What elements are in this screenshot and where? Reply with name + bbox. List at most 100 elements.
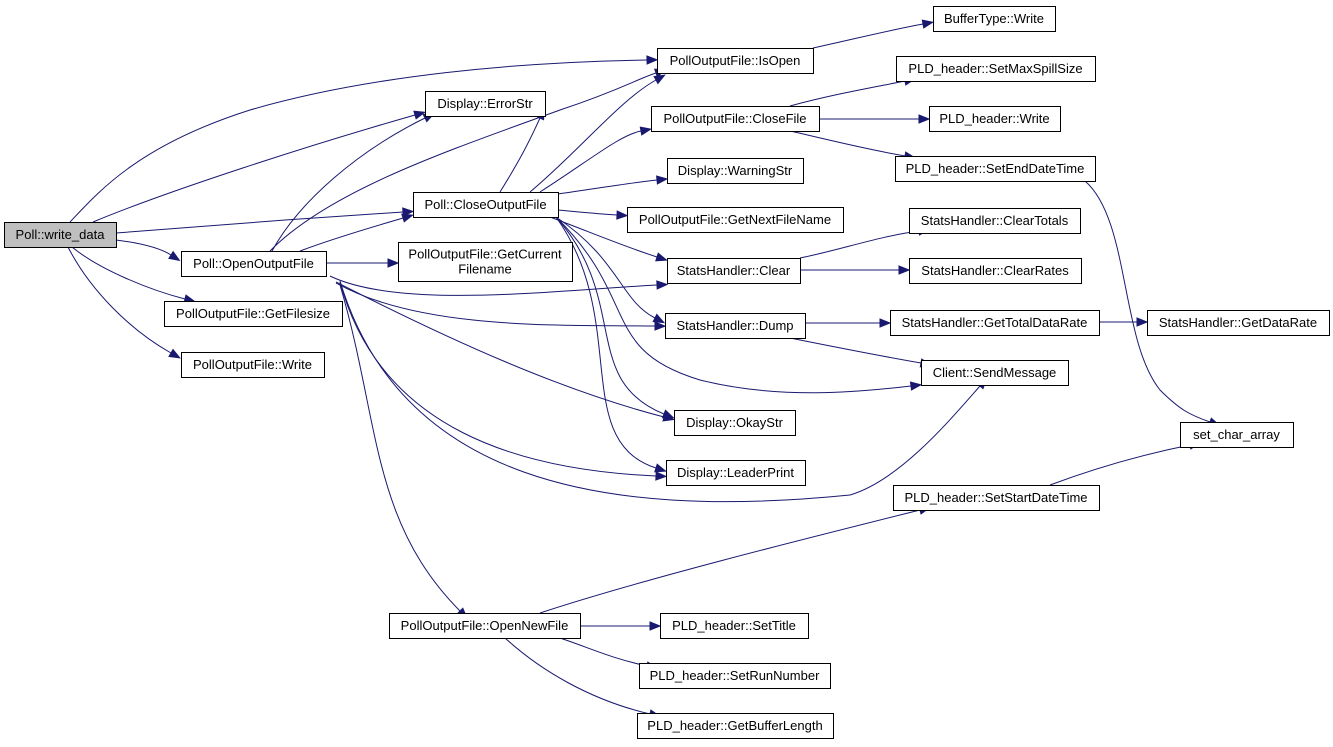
node-label: PLD_header::GetBufferLength bbox=[647, 718, 822, 733]
node-openoutputfile[interactable]: Poll::OpenOutputFile bbox=[181, 251, 327, 277]
node-closefile[interactable]: PollOutputFile::CloseFile bbox=[651, 106, 820, 132]
node-setmaxspillsize[interactable]: PLD_header::SetMaxSpillSize bbox=[896, 56, 1096, 82]
node-errorstr[interactable]: Display::ErrorStr bbox=[425, 91, 546, 117]
edge-openoutputfile-to-getcurrentfilename bbox=[326, 258, 400, 268]
edge-openoutputfile-to-openewfile bbox=[339, 284, 468, 620]
node-label: PollOutputFile::IsOpen bbox=[670, 53, 801, 68]
node-openewfile[interactable]: PollOutputFile::OpenNewFile bbox=[389, 613, 581, 639]
node-box bbox=[4, 222, 117, 248]
edge-openoutputfile-to-leaderprint bbox=[339, 281, 668, 481]
node-label: PollOutputFile::OpenNewFile bbox=[401, 618, 569, 633]
node-box bbox=[389, 613, 581, 639]
arrowhead-icon bbox=[649, 621, 662, 631]
edge-closeoutputfile-to-isopen bbox=[529, 74, 666, 193]
node-stats_clear[interactable]: StatsHandler::Clear bbox=[667, 258, 801, 284]
edge-openewfile-to-getbufferlength bbox=[504, 637, 662, 719]
node-gettotaldatarate[interactable]: StatsHandler::GetTotalDataRate bbox=[890, 310, 1100, 336]
node-box bbox=[639, 663, 831, 689]
edge-stats_dump-to-gettotaldatarate bbox=[805, 318, 892, 328]
arrowhead-icon bbox=[918, 114, 931, 124]
node-getdatarate[interactable]: StatsHandler::GetDataRate bbox=[1147, 310, 1330, 336]
node-label: Display::WarningStr bbox=[678, 163, 793, 178]
node-label: set_char_array bbox=[1193, 427, 1280, 442]
arrowhead-icon bbox=[168, 348, 181, 359]
edge-openewfile-to-setstartdatetime bbox=[539, 505, 931, 614]
node-settitle[interactable]: PLD_header::SetTitle bbox=[660, 613, 809, 639]
edge-openoutputfile-to-stats_dump bbox=[335, 282, 667, 331]
edge-closeoutputfile-to-sendmessage bbox=[555, 216, 923, 394]
arrowhead-icon bbox=[898, 265, 911, 275]
edge-closeoutputfile-to-okaystr bbox=[555, 216, 675, 419]
edge-closeoutputfile-to-stats_dump bbox=[555, 216, 666, 324]
node-label: StatsHandler::Clear bbox=[677, 263, 791, 278]
node-set_char_array[interactable]: set_char_array bbox=[1180, 422, 1294, 448]
node-clearrates[interactable]: StatsHandler::ClearRates bbox=[909, 258, 1082, 284]
node-buffertype_write[interactable]: BufferType::Write bbox=[933, 6, 1056, 32]
node-box bbox=[909, 258, 1082, 284]
node-warningstr[interactable]: Display::WarningStr bbox=[667, 158, 804, 184]
node-label: StatsHandler::Dump bbox=[676, 318, 793, 333]
node-box bbox=[667, 158, 804, 184]
node-closeoutputfile[interactable]: Poll::CloseOutputFile bbox=[413, 192, 559, 218]
node-label: PLD_header::Write bbox=[939, 111, 1049, 126]
edge-write_data-to-isopen bbox=[69, 55, 659, 223]
node-label: PLD_header::SetRunNumber bbox=[650, 668, 820, 683]
arrowhead-icon bbox=[655, 252, 668, 262]
arrowhead-icon bbox=[909, 381, 923, 391]
edge-openoutputfile-to-stats_clear bbox=[329, 275, 669, 296]
arrowhead-icon bbox=[656, 280, 669, 290]
edge-closefile-to-pld_write bbox=[818, 114, 931, 124]
node-box bbox=[921, 360, 1069, 386]
node-box bbox=[909, 208, 1081, 234]
edge-isopen-to-buffertype_write bbox=[812, 19, 935, 49]
node-pld_write[interactable]: PLD_header::Write bbox=[929, 106, 1061, 132]
node-box bbox=[890, 310, 1100, 336]
node-write_data[interactable]: Poll::write_data bbox=[4, 222, 117, 248]
node-box bbox=[398, 242, 573, 282]
arrowhead-icon bbox=[661, 409, 675, 419]
node-label: Display::ErrorStr bbox=[437, 96, 533, 111]
node-setstartdatetime[interactable]: PLD_header::SetStartDateTime bbox=[893, 485, 1100, 511]
node-setrunnumber[interactable]: PLD_header::SetRunNumber bbox=[639, 663, 831, 689]
arrowhead-icon bbox=[646, 55, 659, 65]
arrowhead-icon bbox=[401, 213, 414, 223]
node-label: StatsHandler::ClearRates bbox=[921, 263, 1069, 278]
node-box bbox=[651, 106, 820, 132]
node-getbufferlength[interactable]: PLD_header::GetBufferLength bbox=[637, 713, 834, 739]
node-sendmessage[interactable]: Client::SendMessage bbox=[921, 360, 1069, 386]
node-box bbox=[896, 56, 1096, 82]
edge-stats_clear-to-clearrates bbox=[800, 265, 911, 275]
node-cleartotals[interactable]: StatsHandler::ClearTotals bbox=[909, 208, 1081, 234]
node-box bbox=[657, 48, 814, 74]
node-getfilesize[interactable]: PollOutputFile::GetFilesize bbox=[164, 301, 343, 327]
node-box bbox=[637, 713, 834, 739]
node-label: Display::OkayStr bbox=[686, 415, 783, 430]
node-label: StatsHandler::GetDataRate bbox=[1159, 315, 1317, 330]
node-leaderprint[interactable]: Display::LeaderPrint bbox=[666, 460, 806, 486]
node-label: PollOutputFile::CloseFile bbox=[663, 111, 806, 126]
node-label: PLD_header::SetEndDateTime bbox=[906, 161, 1085, 176]
node-label: Poll::write_data bbox=[16, 227, 106, 242]
edge-openoutputfile-to-errorstr bbox=[271, 113, 436, 252]
edge-closeoutputfile-to-warningstr bbox=[557, 175, 669, 195]
node-pof_write[interactable]: PollOutputFile::Write bbox=[181, 352, 325, 378]
node-stats_dump[interactable]: StatsHandler::Dump bbox=[665, 313, 806, 339]
arrowhead-icon bbox=[921, 19, 935, 29]
node-label: PLD_header::SetMaxSpillSize bbox=[908, 61, 1082, 76]
node-isopen[interactable]: PollOutputFile::IsOpen bbox=[657, 48, 814, 74]
node-box bbox=[660, 613, 809, 639]
node-box bbox=[1147, 310, 1330, 336]
node-label: Poll::OpenOutputFile bbox=[193, 256, 314, 271]
node-label: PLD_header::SetTitle bbox=[672, 618, 796, 633]
node-box bbox=[627, 207, 844, 233]
node-box bbox=[425, 91, 546, 117]
node-setenddatetime[interactable]: PLD_header::SetEndDateTime bbox=[895, 156, 1096, 182]
node-box bbox=[181, 352, 325, 378]
node-box bbox=[666, 460, 806, 486]
node-okaystr[interactable]: Display::OkayStr bbox=[674, 410, 796, 436]
edge-gettotaldatarate-to-getdatarate bbox=[1099, 317, 1149, 327]
edge-setenddatetime-to-set_char_array bbox=[1084, 180, 1221, 427]
node-getnextfilename[interactable]: PollOutputFile::GetNextFileName bbox=[627, 207, 844, 233]
node-box bbox=[893, 485, 1100, 511]
